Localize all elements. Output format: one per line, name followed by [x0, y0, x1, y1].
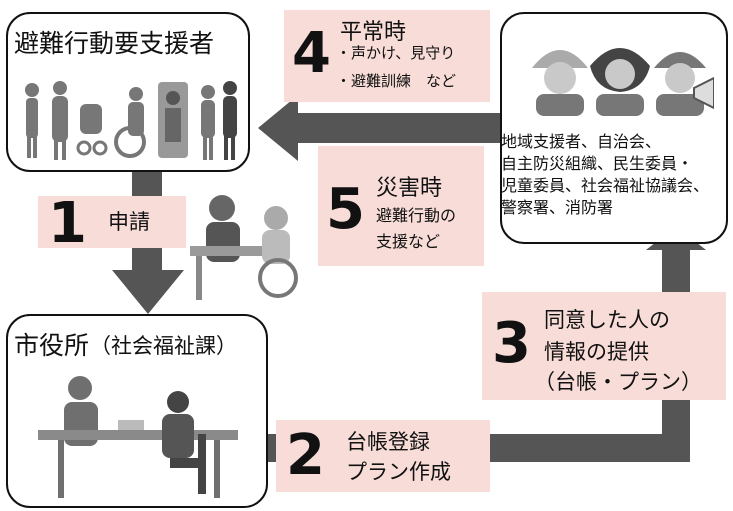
counter-illustration: [38, 376, 238, 498]
step-1-number: 1: [48, 191, 87, 256]
step-5-heading: 災害時: [376, 176, 443, 201]
arrow-supporters-to-persons: [258, 95, 506, 161]
step-5-line-2: 支援など: [376, 232, 441, 251]
step-5-label-box: [318, 146, 484, 266]
step-1-label: 申請: [108, 210, 150, 234]
step-2-line-2: プラン作成: [346, 460, 451, 484]
city-hall-box: 市役所 （社会福祉課）: [6, 314, 268, 508]
step-4-item-1: ・声かけ、見守り: [336, 44, 456, 62]
supporters-line-2: 自主防災組織、民生委員・: [501, 154, 694, 173]
persons-title: 避難行動要支援者: [14, 29, 215, 58]
people-illustration: [25, 81, 237, 160]
supporters-line-1: 地域支援者、自治会、: [501, 132, 662, 151]
step-4-item-2: ・避難訓練 など: [336, 72, 457, 90]
supporters-line-4: 警察署、消防署: [501, 198, 614, 217]
support-consultation-illustration: [190, 195, 298, 300]
step-4-heading: 平常時: [340, 20, 407, 45]
step-1-label-box: [38, 196, 186, 248]
step-3-line-2: 情報の提供: [544, 340, 649, 364]
step-3-number: 3: [492, 311, 531, 376]
step-3-line-1: 同意した人の: [544, 308, 670, 332]
city-hall-title: 市役所: [14, 331, 90, 360]
step-2-line-1: 台帳登録: [346, 430, 430, 454]
step-5-number: 5: [326, 177, 365, 242]
supporters-illustration: [532, 48, 714, 116]
supporters-line-3: 児童委員、社会福祉協議会、: [501, 176, 710, 195]
step-3-label-box: [482, 292, 726, 400]
step-2-label-box: [276, 420, 490, 492]
step-5-line-1: 避難行動の: [376, 206, 457, 225]
persons-box: 避難行動要支援者: [6, 12, 250, 172]
city-hall-subtitle: （社会福祉課）: [90, 334, 237, 358]
step-2-number: 2: [286, 423, 325, 488]
step-4-number: 4: [292, 21, 331, 86]
step-4-label-box: [284, 10, 490, 102]
step-3-line-3: （台帳・プラン）: [534, 370, 702, 394]
supporters-box: 地域支援者、自治会、 自主防災組織、民生委員・ 児童委員、社会福祉協議会、 警察…: [500, 12, 728, 244]
